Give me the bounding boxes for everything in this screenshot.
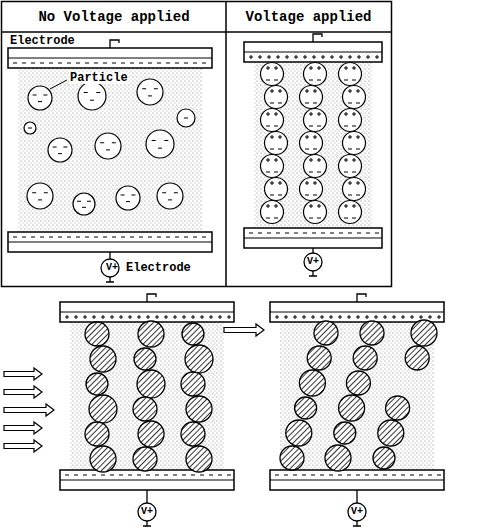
electrode	[8, 232, 212, 252]
voltage-source	[304, 248, 322, 276]
electrode	[270, 470, 444, 490]
electrode	[60, 470, 234, 490]
electrode	[60, 294, 234, 322]
fluid	[280, 322, 434, 470]
voltage-symbol-label: V+	[141, 507, 153, 517]
part-label: Particle	[69, 72, 129, 84]
part-label: Electrode	[126, 262, 191, 274]
voltage-symbol-label: V+	[351, 507, 363, 517]
voltage-source	[348, 490, 366, 526]
fluid	[254, 62, 372, 228]
electrode	[270, 294, 444, 322]
leader-line	[50, 80, 67, 89]
voltage-source	[101, 252, 119, 282]
table-frame	[2, 2, 392, 287]
particle-chains	[280, 320, 437, 471]
particle-chains	[85, 321, 213, 472]
header-text: Voltage applied	[245, 9, 371, 25]
voltage-source	[138, 490, 156, 526]
header-cell: Voltage applied	[227, 3, 390, 31]
header-cell: No Voltage applied	[3, 3, 225, 31]
particles	[24, 79, 195, 215]
part-label: Electrode	[10, 35, 75, 47]
flow-arrows	[4, 324, 264, 452]
fluid	[18, 68, 202, 232]
particle-chains	[261, 63, 366, 224]
voltage-symbol-label: V+	[106, 263, 118, 273]
header-text: No Voltage applied	[38, 9, 189, 25]
voltage-symbol-label: V+	[307, 257, 319, 267]
electrode	[244, 34, 382, 62]
electrode	[244, 228, 382, 248]
